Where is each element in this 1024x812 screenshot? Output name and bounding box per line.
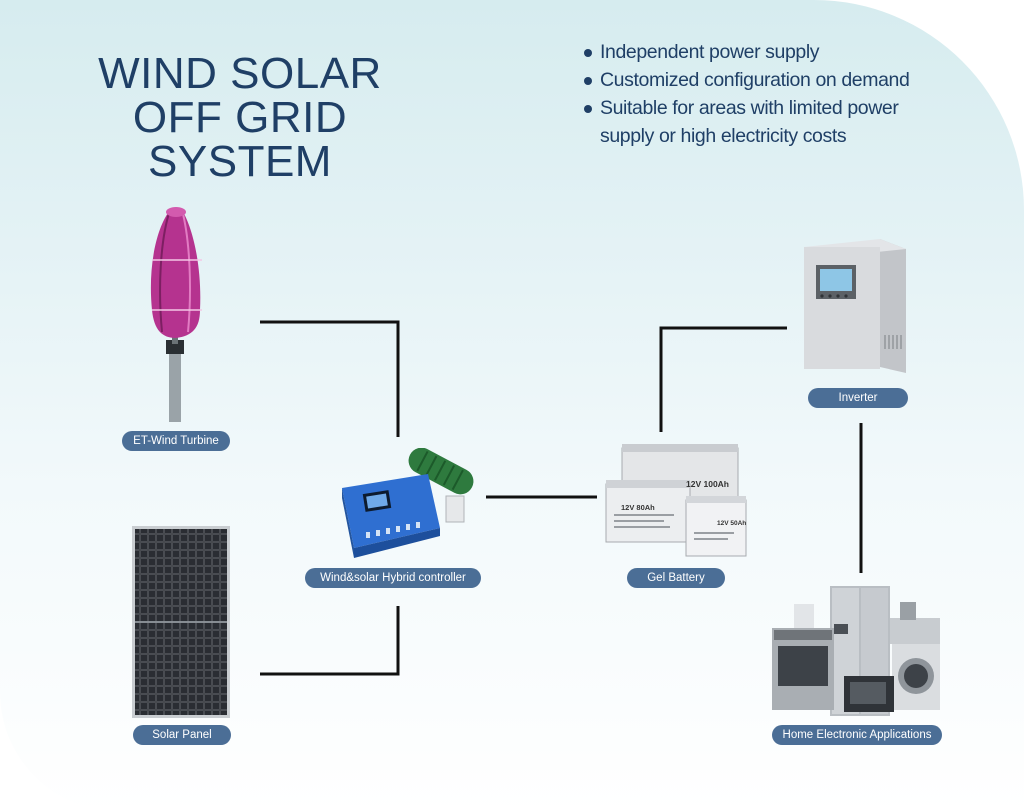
appliances-image xyxy=(772,586,940,716)
feature-text: Suitable for areas with limited power xyxy=(600,97,899,119)
label-home-appliances: Home Electronic Applications xyxy=(772,725,942,745)
label-gel-battery: Gel Battery xyxy=(627,568,725,588)
label-wind-turbine: ET-Wind Turbine xyxy=(122,431,230,451)
solar-panel-image xyxy=(132,526,230,718)
title-line-2: OFF GRID SYSTEM xyxy=(132,93,348,186)
inverter-image xyxy=(804,239,906,373)
title-line-1: WIND SOLAR xyxy=(98,49,382,98)
gel-battery-image xyxy=(605,444,747,557)
label-solar-panel: Solar Panel xyxy=(133,725,231,745)
battery-label-small: 12V 50Ah xyxy=(717,520,747,527)
wind-turbine-image xyxy=(150,207,202,422)
wire-battery-to-inverter xyxy=(659,326,787,432)
battery-label-medium: 12V 80Ah xyxy=(621,503,655,512)
wire-panel-to-controller xyxy=(260,606,400,676)
wire-turbine-to-controller xyxy=(260,320,400,437)
battery-label-large: 12V 100Ah xyxy=(686,479,729,489)
feature-list: Independent power supply Customized conf… xyxy=(582,38,910,150)
feature-text-continued: supply or high electricity costs xyxy=(600,125,847,147)
feature-item: Independent power supply xyxy=(582,38,909,66)
feature-text: Customized configuration on demand xyxy=(600,69,910,91)
hybrid-controller-image xyxy=(342,448,474,558)
feature-item: Customized configuration on demand xyxy=(582,66,910,94)
label-hybrid-controller: Wind&solar Hybrid controller xyxy=(305,568,481,588)
feature-item: Suitable for areas with limited power su… xyxy=(582,94,909,150)
label-inverter: Inverter xyxy=(808,388,908,408)
feature-text: Independent power supply xyxy=(600,41,820,63)
